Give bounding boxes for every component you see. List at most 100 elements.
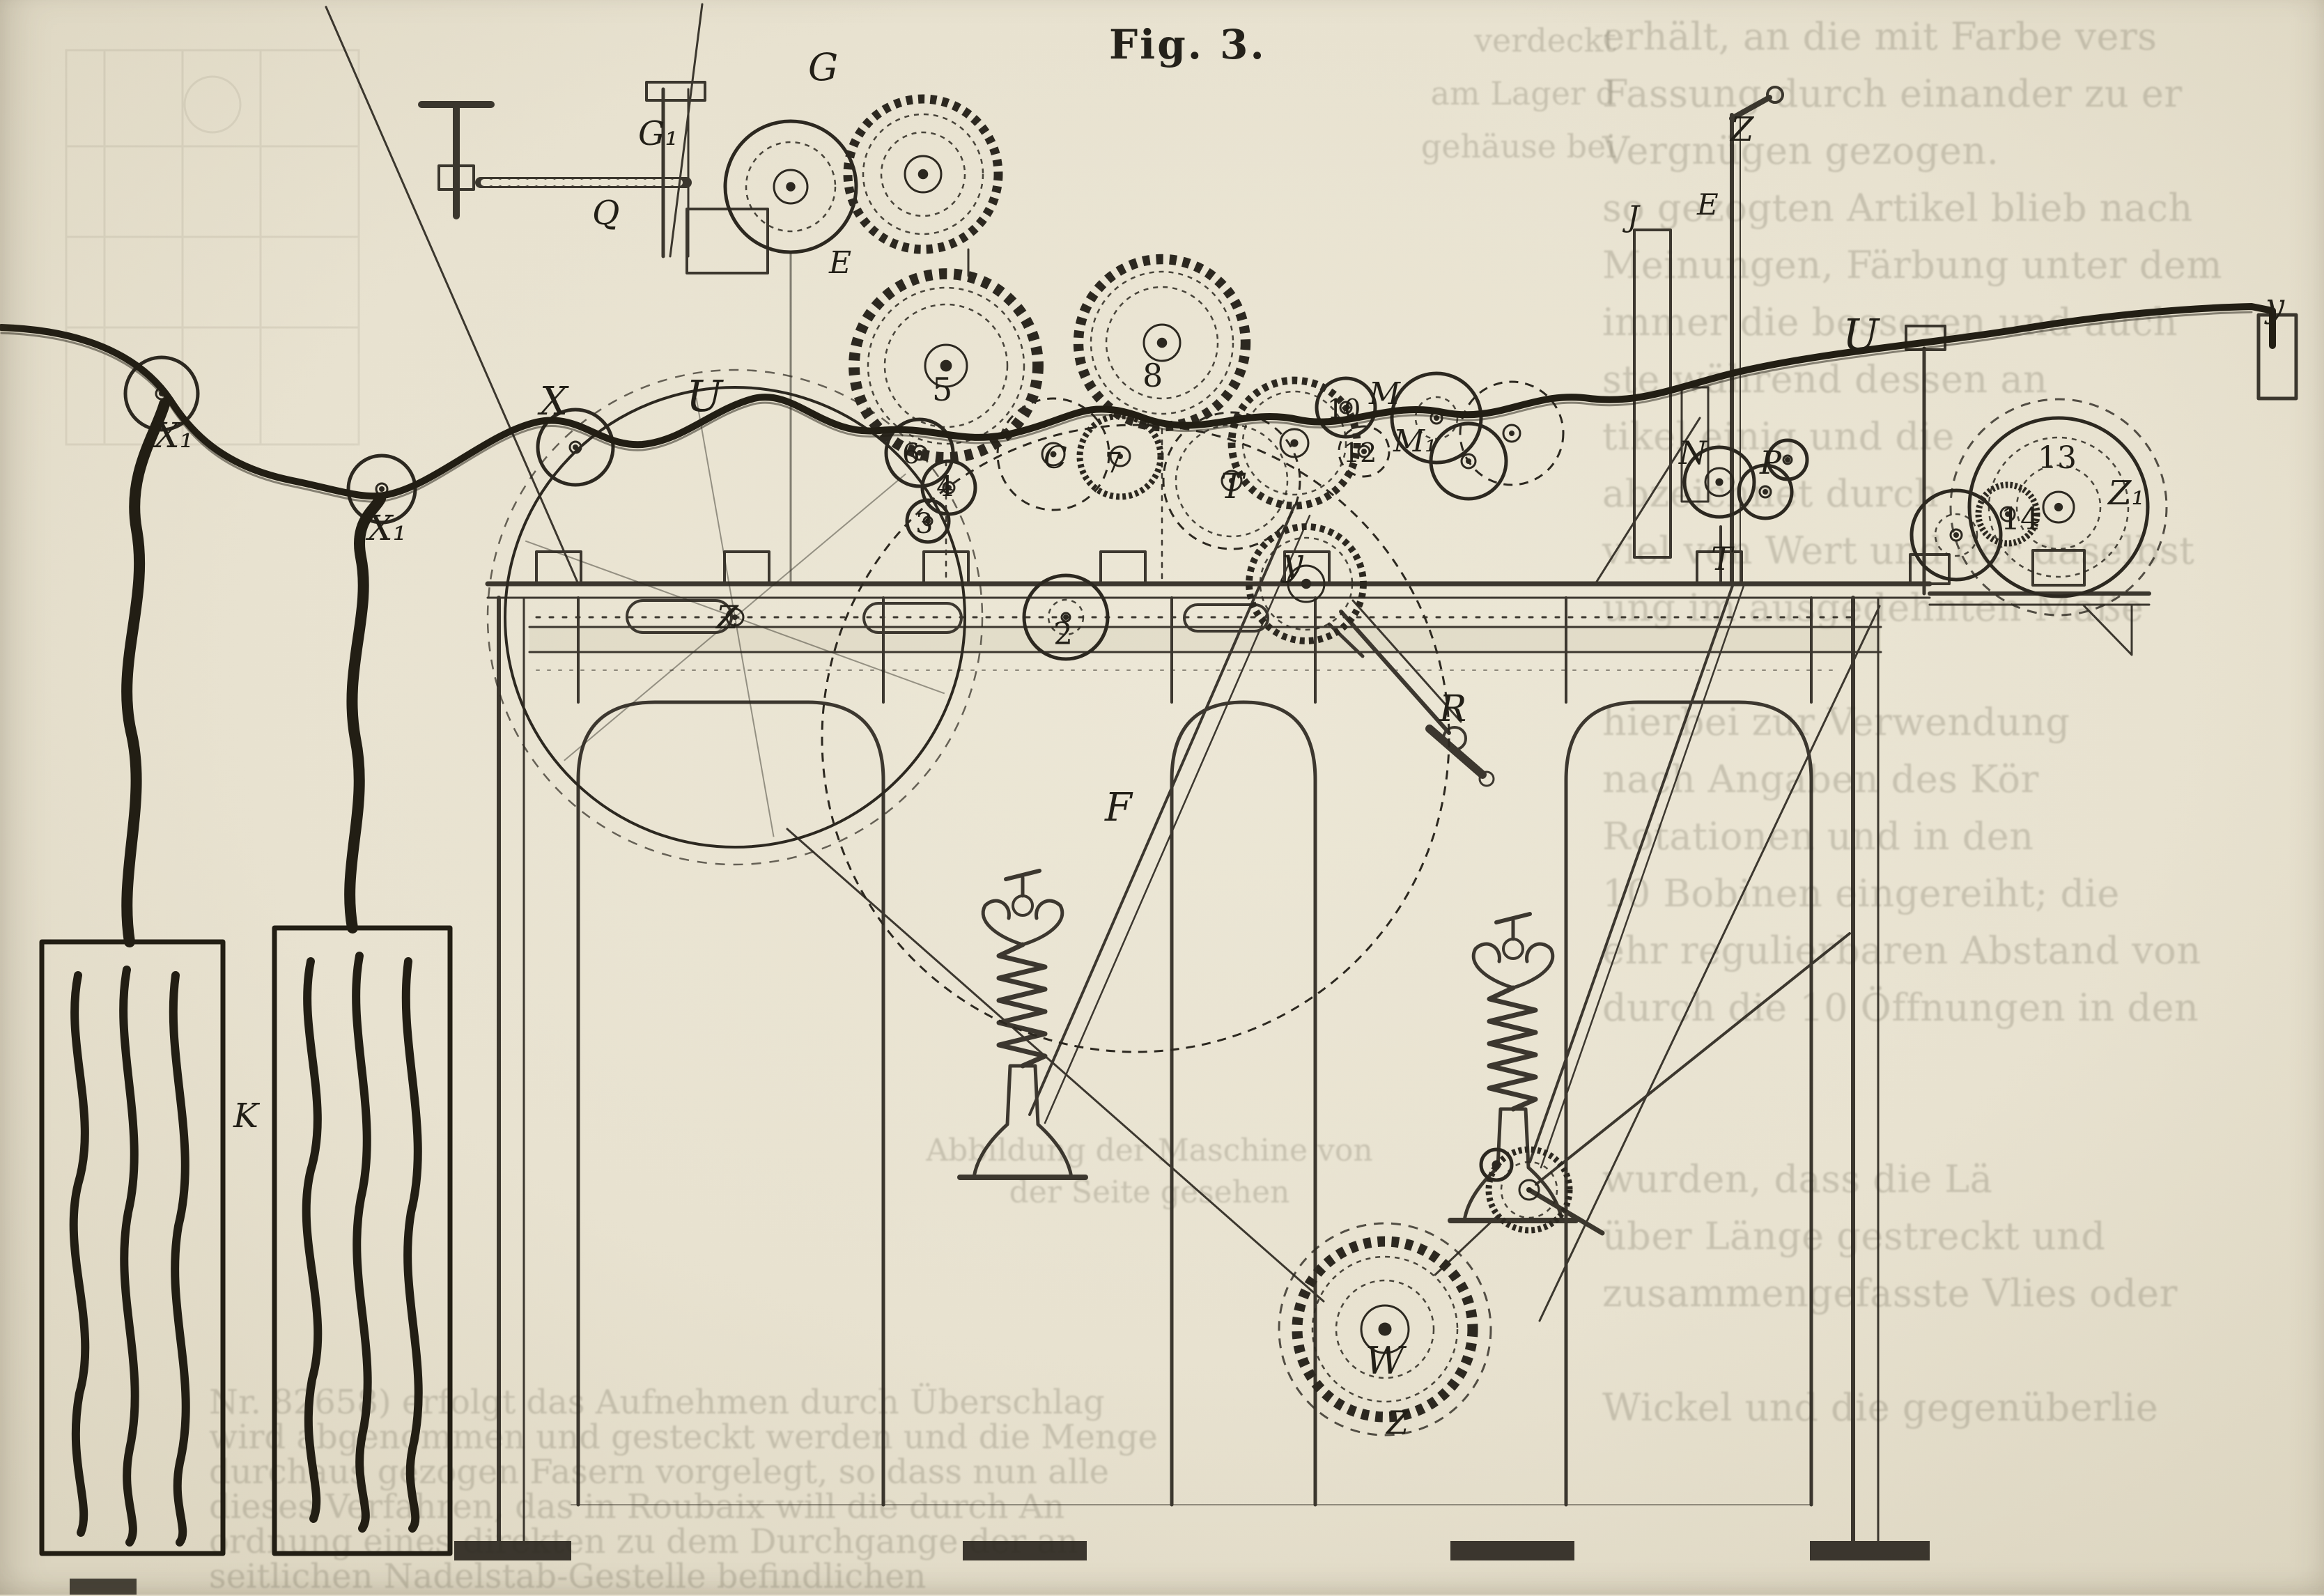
diagram-label-T: T <box>1221 466 1246 506</box>
gear-roller <box>884 417 955 488</box>
diagram-label-3: 3 <box>915 508 933 540</box>
diagram-label-X: X₁ <box>365 508 407 548</box>
lever-assembly <box>1594 86 1784 586</box>
ghost-text-line: dieses Verfahren, das in Roubaix will di… <box>209 1487 1065 1526</box>
diagram-label-Z: Z <box>1385 1404 1409 1441</box>
diagram-label-Z: Z <box>1729 110 1755 149</box>
scan-smudge <box>70 1579 137 1595</box>
gear-gear <box>849 268 1044 463</box>
delivery-stand <box>1905 313 2298 656</box>
gear-roller <box>723 119 858 254</box>
diagram-label-y: y <box>2264 286 2285 325</box>
diagram-label-X: X₁ <box>152 415 194 456</box>
ghost-text-line: Fassung durch einander zu er <box>1602 72 2183 116</box>
bearing-blocks <box>535 549 2086 587</box>
diagram-label-N: N <box>1678 434 1708 472</box>
diagram-label-4: 4 <box>936 471 954 503</box>
gear-gear <box>1485 1146 1573 1234</box>
diagram-label-Z: Z₁ <box>2107 474 2145 513</box>
diagram-label-E: E <box>828 245 851 281</box>
gear-gear <box>1975 481 2040 547</box>
ghost-text-caption: Abbildung der Maschine von der Seite gese… <box>697 1130 1602 1214</box>
diagram-label-R: R <box>1439 688 1466 730</box>
gear-dashed <box>1162 411 1301 550</box>
diagram-label-10: 10 <box>1327 394 1361 424</box>
diagram-label-W: W <box>1365 1339 1407 1383</box>
diagram-label-P: P <box>1759 444 1782 481</box>
diagram-label-J: J <box>1622 199 1641 233</box>
gear-gear <box>1227 376 1361 510</box>
diagram-label-U: U <box>1843 309 1880 360</box>
gear-roller <box>1315 376 1377 439</box>
ghost-text-line: der Seite gesehen <box>1009 1175 1290 1210</box>
gear-gear <box>1246 523 1367 644</box>
ghost-sketch <box>65 49 360 446</box>
ghost-text-line: Wickel und die gegenüberlie <box>1602 1386 2159 1430</box>
figure-title: Fig. 3. <box>1109 21 1266 68</box>
ghost-text-line: Vergnügen gezogen. <box>1602 129 1999 173</box>
ghost-text-line: tikel einig und die <box>1602 415 1955 458</box>
gear-gear <box>1073 254 1251 432</box>
ghost-text-line: nach Angaben des Kör <box>1602 757 2039 801</box>
diagram-label-2: 2 <box>1053 617 1073 652</box>
ghost-text-line: ehr regulierbaren Abstand von <box>1602 929 2201 973</box>
ghost-text-line: 10 Bobinen eingereiht; die <box>1602 871 2120 915</box>
gear-roller <box>1682 445 1756 519</box>
gear-dashed <box>1459 380 1565 486</box>
diagram-label-X: X <box>537 379 569 424</box>
diagram-label-Z: Z <box>715 598 739 636</box>
diagram-label-U: U <box>686 371 724 421</box>
diagram-label-E: E <box>1696 187 1719 222</box>
diagram-label-F: F <box>1104 785 1133 830</box>
spring-pedestal-right <box>1448 912 1579 1223</box>
diagram-label-M: M₁ <box>1393 424 1437 459</box>
gear-dashed <box>1338 425 1390 478</box>
diagram-label-Q: Q <box>592 194 619 233</box>
gear-wheel <box>486 369 984 866</box>
diagram-label-8: 8 <box>1142 357 1163 394</box>
sliver-can-left <box>39 939 226 1556</box>
diagram-label-M: M <box>1368 376 1401 412</box>
spring-pedestal-left <box>957 869 1088 1180</box>
diagram-label-y: y <box>1280 540 1304 584</box>
gear-roller <box>1766 438 1809 481</box>
gear-roller <box>1022 573 1110 661</box>
ghost-text-line: zusammengefasste Vlies oder <box>1602 1271 2178 1315</box>
sliver-strands <box>121 398 386 947</box>
diagram-label-13: 13 <box>2038 440 2077 476</box>
gear-gear <box>843 94 1003 254</box>
diagram-label-G: G₁ <box>638 114 679 153</box>
ghost-text-line: Meinungen, Färbung unter dem <box>1602 243 2223 287</box>
ghost-text-line: Abbildung der Maschine von <box>926 1133 1373 1168</box>
sliver-can-right <box>272 925 453 1556</box>
gear-roller <box>1909 488 2003 582</box>
gear-gear <box>1076 412 1164 500</box>
ghost-text-line: Nr. 82658) erfolgt das Aufnehmen durch Ü… <box>209 1383 1105 1422</box>
gear-roller <box>536 408 615 487</box>
ghost-text-line: erhält, an die mit Farbe vers <box>1602 15 2158 59</box>
adjusting-screw-assembly <box>325 3 970 585</box>
fiber-web-line <box>0 303 2276 503</box>
ghost-text-line: seitlichen Nadelstab-Gestelle befindlich… <box>209 1557 927 1596</box>
gear-roller <box>905 498 951 544</box>
gear-gear <box>1278 1222 1492 1436</box>
ghost-text-line: so gezogten Artikel blieb nach <box>1602 186 2193 230</box>
ghost-text-line: durch die 10 Öffnungen in den <box>1602 986 2199 1030</box>
diagram-label-C: C <box>1044 440 1067 476</box>
diagram-label-T: T <box>1711 540 1735 578</box>
ghost-text-line: Rotationen und in den <box>1602 814 2034 858</box>
gear-train <box>123 94 2168 1436</box>
diagram-label-7: 7 <box>1105 447 1122 479</box>
diagram-label-14: 14 <box>2001 502 2040 537</box>
diagram-label-6: 6 <box>902 438 920 470</box>
diagram-label-5: 5 <box>932 371 952 408</box>
ghost-text-line: am Lager d <box>1430 75 1616 112</box>
gear-roller <box>1479 1147 1514 1182</box>
diagram-label-K: K <box>233 1097 261 1136</box>
gear-dashed <box>821 424 1450 1053</box>
ghost-text-line: wurden, dass die Lä <box>1602 1157 1993 1201</box>
gear-roller <box>1737 463 1794 520</box>
ghost-text-line: verdeckt <box>1474 22 1616 59</box>
